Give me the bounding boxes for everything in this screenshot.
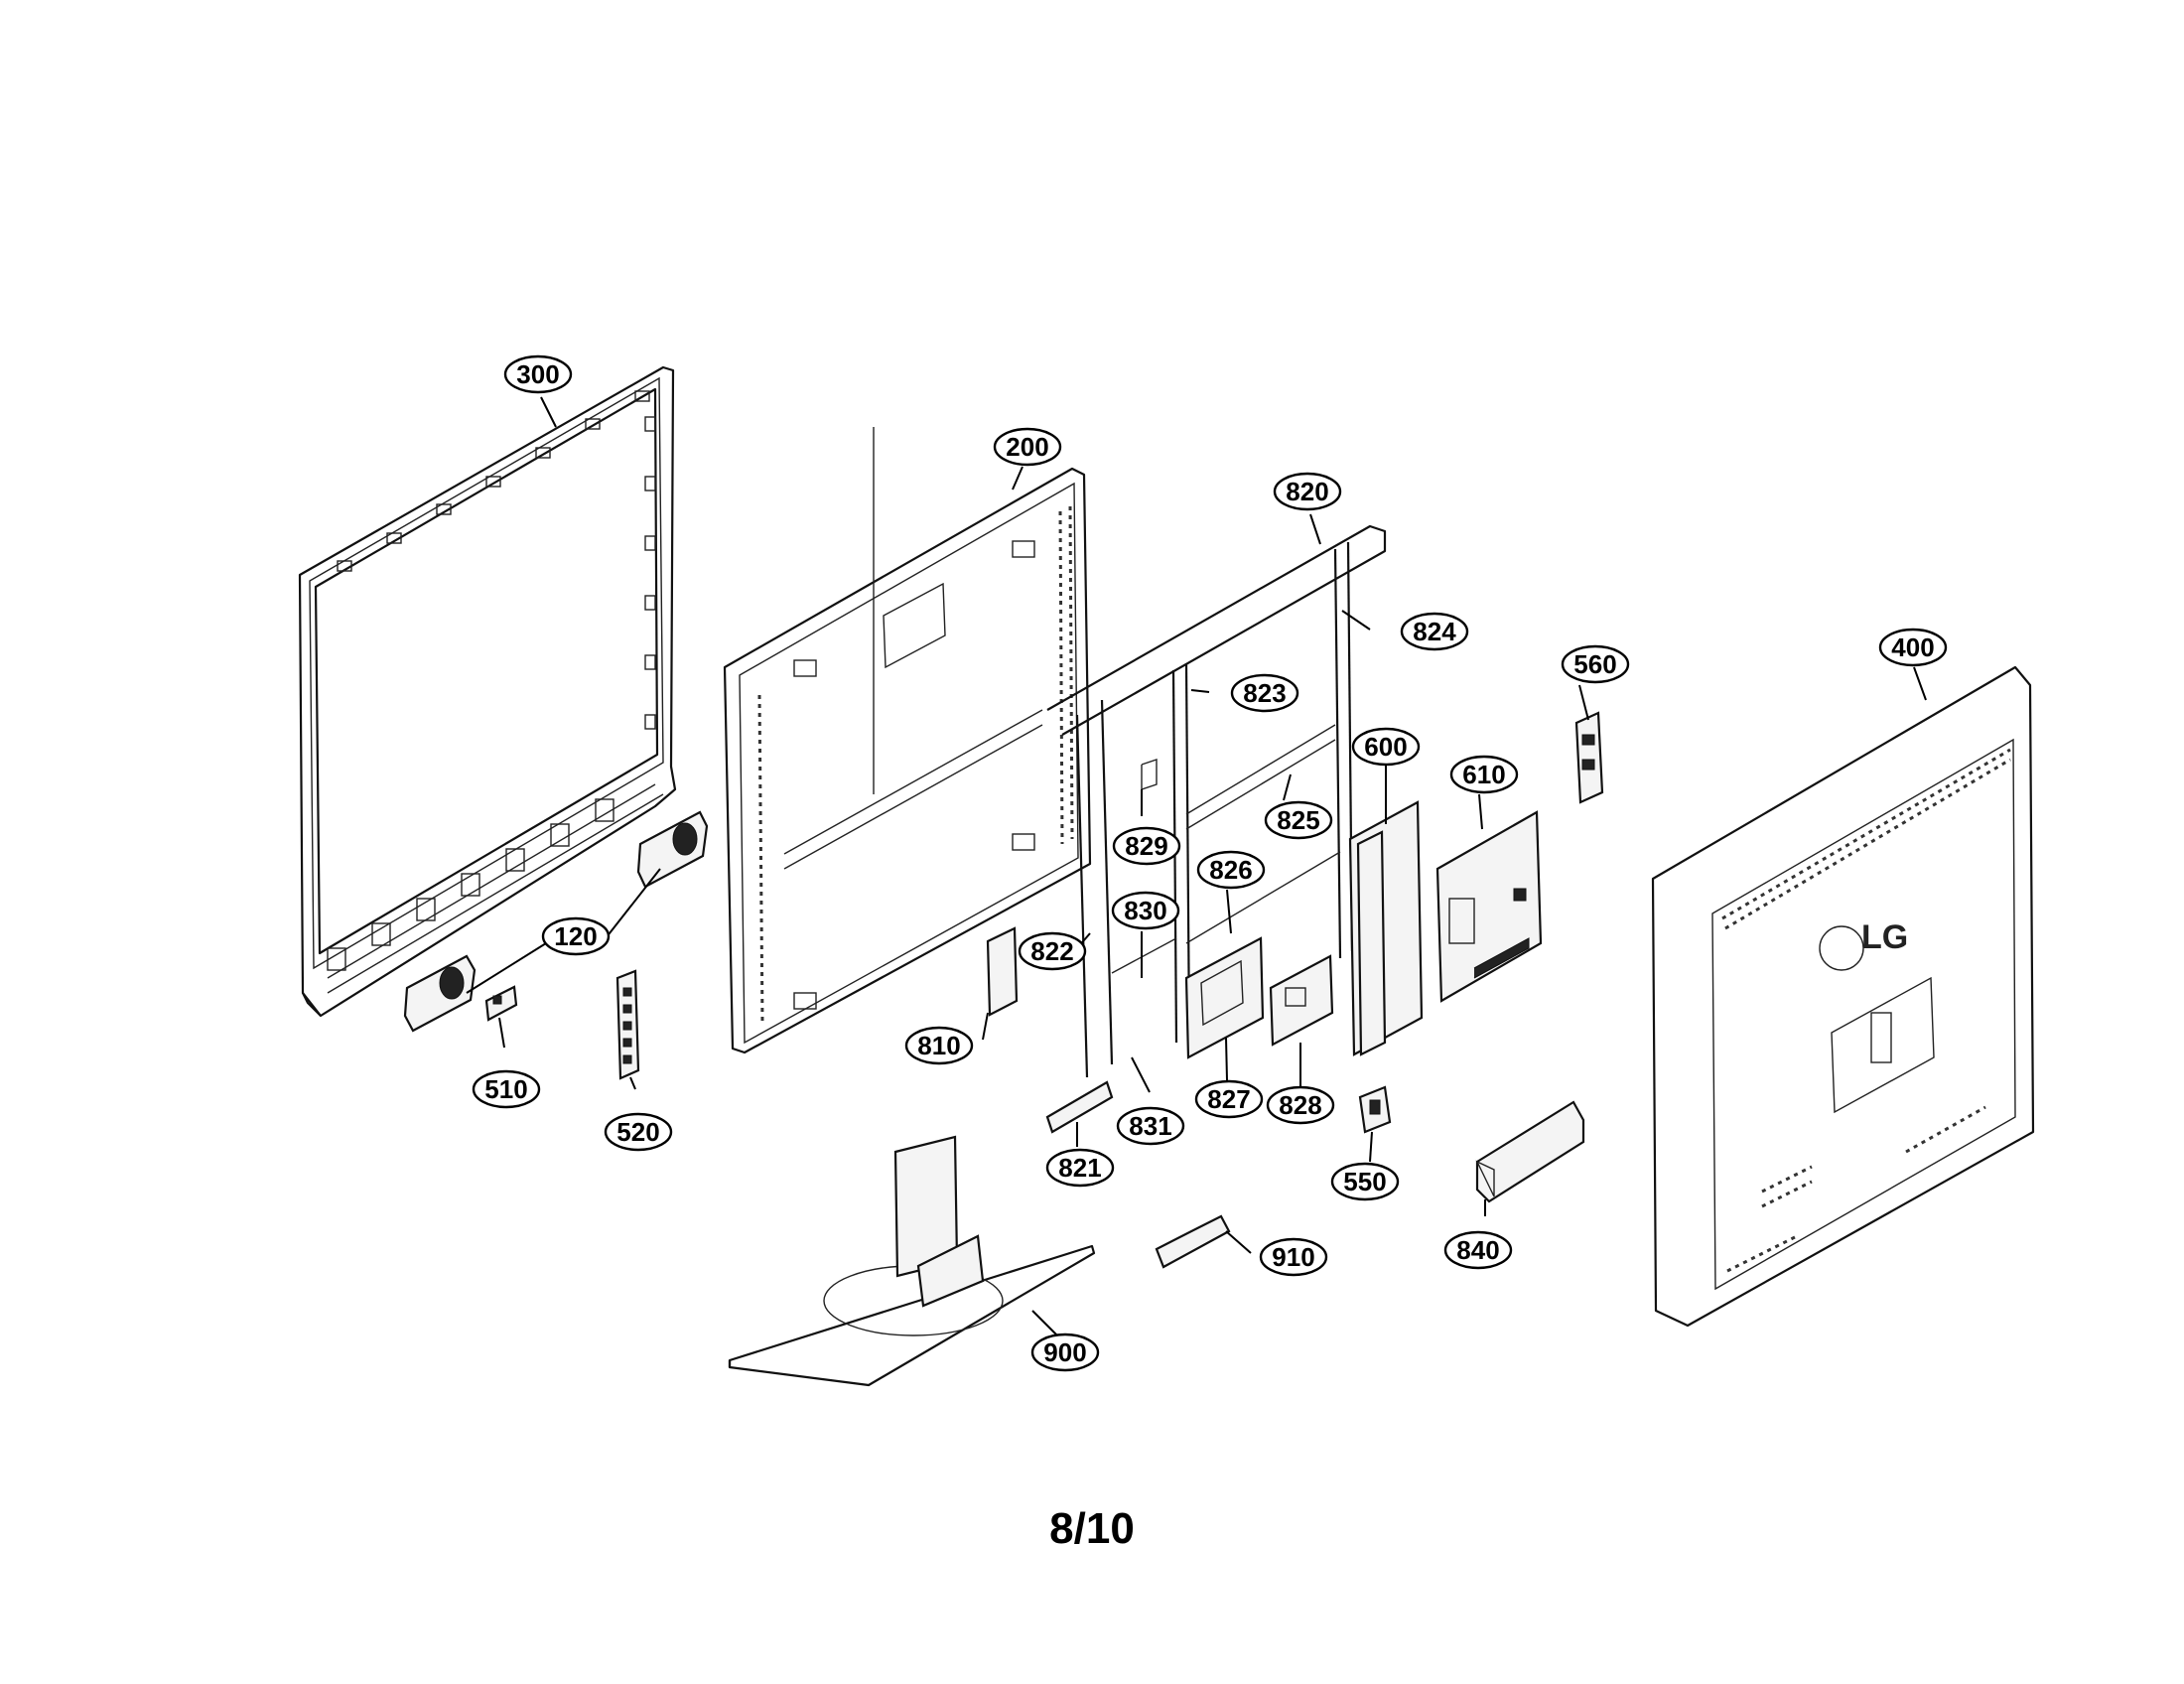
callout-520: 520 [604, 1112, 673, 1152]
svg-text:910: 910 [1272, 1242, 1314, 1272]
callout-826: 826 [1196, 850, 1266, 890]
callout-900: 900 [1030, 1333, 1100, 1372]
svg-text:828: 828 [1279, 1090, 1321, 1120]
callout-825: 825 [1264, 800, 1333, 840]
part-lcd-panel-200 [723, 427, 1092, 1054]
part-840 [1475, 1100, 1585, 1203]
part-front-bezel-300 [298, 365, 677, 1018]
part-speakers-120 [403, 810, 709, 1033]
svg-text:825: 825 [1277, 805, 1319, 835]
callout-827: 827 [1194, 1079, 1264, 1119]
svg-text:560: 560 [1573, 649, 1616, 679]
callout-828: 828 [1266, 1085, 1335, 1125]
callout-560: 560 [1561, 644, 1630, 684]
callout-821: 821 [1045, 1148, 1115, 1188]
part-button-pcb-510 [484, 985, 518, 1022]
svg-text:200: 200 [1006, 432, 1048, 462]
part-stand-900 [728, 1135, 1096, 1387]
part-back-cover-400: LG [1651, 665, 2035, 1328]
svg-text:550: 550 [1343, 1167, 1386, 1196]
svg-text:827: 827 [1207, 1084, 1250, 1114]
part-cover-910 [1155, 1214, 1231, 1269]
callout-823: 823 [1230, 673, 1299, 713]
callout-822: 822 [1018, 931, 1087, 971]
svg-text:831: 831 [1129, 1111, 1171, 1141]
callout-910: 910 [1259, 1237, 1328, 1277]
svg-text:821: 821 [1058, 1153, 1101, 1183]
callout-820: 820 [1273, 472, 1342, 511]
callout-400: 400 [1878, 628, 1948, 667]
callout-810: 810 [904, 1026, 974, 1065]
lg-logo-text: LG [1861, 918, 1908, 956]
svg-text:300: 300 [516, 359, 559, 389]
callout-840: 840 [1443, 1230, 1513, 1270]
svg-text:826: 826 [1209, 855, 1252, 885]
part-side-jack-560 [1574, 711, 1604, 804]
callout-829: 829 [1112, 826, 1181, 866]
svg-text:400: 400 [1891, 632, 1934, 662]
callout-300: 300 [503, 354, 573, 394]
svg-text:510: 510 [484, 1074, 527, 1104]
svg-text:810: 810 [917, 1031, 960, 1060]
part-sheet-810 [986, 926, 1019, 1017]
svg-text:600: 600 [1364, 732, 1407, 762]
page-number: 8/10 [1049, 1504, 1135, 1553]
svg-text:840: 840 [1456, 1235, 1499, 1265]
callout-120: 120 [541, 916, 611, 956]
callout-550: 550 [1330, 1162, 1400, 1201]
callout-824: 824 [1400, 612, 1469, 651]
callout-830: 830 [1111, 891, 1180, 930]
svg-text:822: 822 [1030, 936, 1073, 966]
svg-text:520: 520 [616, 1117, 659, 1147]
svg-text:120: 120 [554, 921, 597, 951]
svg-text:900: 900 [1043, 1337, 1086, 1367]
part-board-828 [1269, 954, 1334, 1047]
callout-200: 200 [993, 427, 1062, 467]
svg-text:824: 824 [1413, 617, 1456, 646]
callout-600: 600 [1351, 727, 1421, 767]
svg-text:610: 610 [1462, 760, 1505, 789]
svg-text:820: 820 [1286, 477, 1328, 506]
callout-510: 510 [472, 1069, 541, 1109]
callout-610: 610 [1449, 755, 1519, 794]
part-board-827 [1184, 936, 1265, 1059]
part-power-600 [1348, 800, 1424, 1056]
leader-lines [466, 396, 1927, 1339]
svg-text:829: 829 [1125, 831, 1167, 861]
callout-831: 831 [1116, 1106, 1185, 1146]
part-main-board-610 [1435, 810, 1543, 1003]
part-keypad-520 [615, 969, 640, 1080]
svg-text:823: 823 [1243, 678, 1286, 708]
part-550 [1358, 1085, 1392, 1134]
svg-text:830: 830 [1124, 896, 1166, 925]
